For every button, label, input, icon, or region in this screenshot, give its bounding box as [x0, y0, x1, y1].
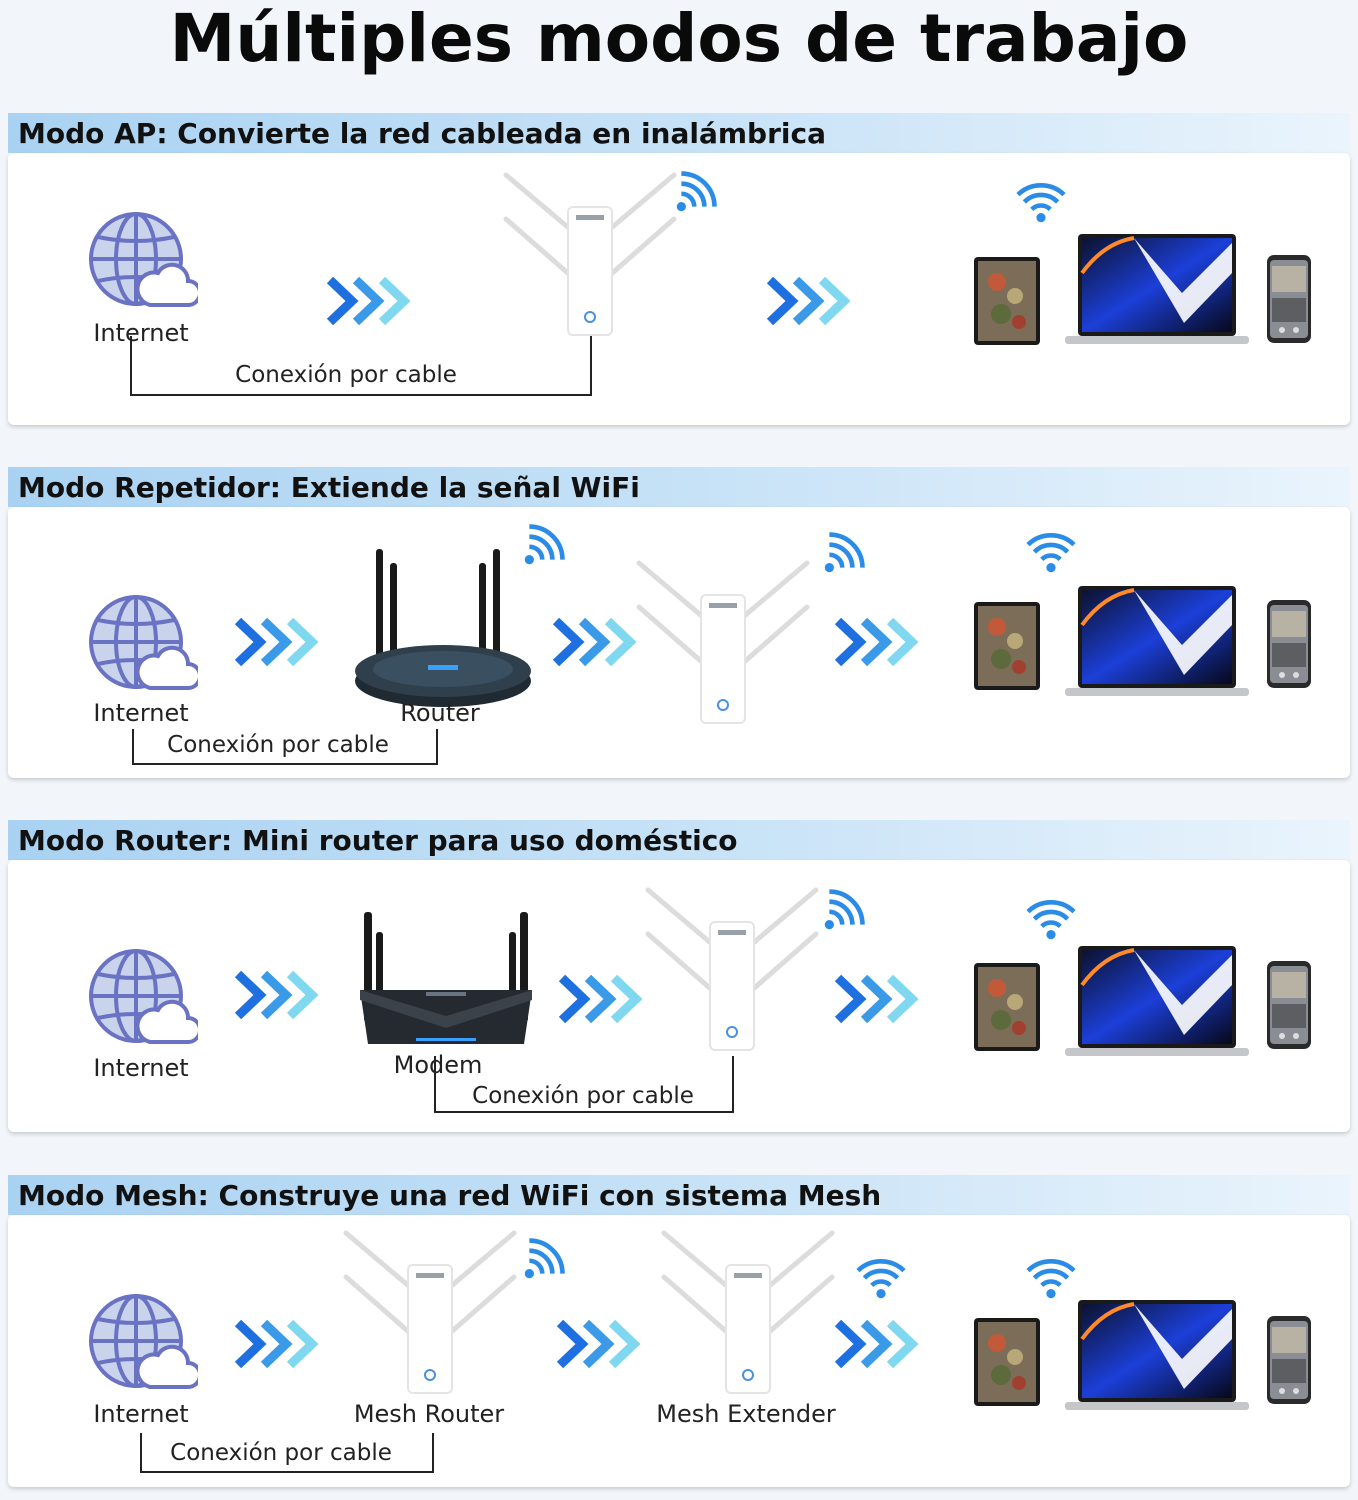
tablet-icon: [973, 1317, 1041, 1407]
smartphone-icon: [1266, 254, 1312, 344]
internet-label: Internet: [93, 1400, 189, 1428]
wifi-extender-icon: [633, 545, 813, 725]
triple-chevron-arrow-icon: [558, 974, 648, 1024]
cable-label: Conexión por cable: [472, 1083, 694, 1109]
triple-chevron-arrow-icon: [326, 276, 416, 326]
triple-chevron-arrow-icon: [556, 1319, 646, 1369]
wifi-signal-icon: [1026, 1255, 1076, 1301]
mesh-extender-label: Mesh Extender: [656, 1400, 836, 1428]
router-icon: [348, 541, 538, 711]
modem-label: Modem: [393, 1051, 483, 1079]
triple-chevron-arrow-icon: [766, 276, 856, 326]
page-title: Múltiples modos de trabajo: [169, 0, 1189, 77]
smartphone-icon: [1266, 960, 1312, 1050]
globe-cloud-icon: [88, 1293, 198, 1393]
triple-chevron-arrow-icon: [834, 617, 924, 667]
mode-repeater-panel: Internet Router Conexión por cable: [8, 507, 1350, 778]
wifi-extender-icon: [658, 1215, 838, 1395]
wifi-signal-icon: [1016, 179, 1066, 225]
mode-ap-panel: Internet Conexión por cable: [8, 153, 1350, 425]
laptop-icon: [1064, 945, 1250, 1057]
globe-cloud-icon: [88, 211, 198, 311]
internet-label: Internet: [93, 699, 189, 727]
mesh-router-label: Mesh Router: [353, 1400, 505, 1428]
wifi-signal-icon: [1026, 896, 1076, 942]
wifi-extender-icon: [500, 157, 680, 337]
wifi-signal-icon: [674, 168, 720, 214]
wifi-signal-icon: [856, 1255, 906, 1301]
mode-mesh-panel: Internet Mesh Router Mesh Extender Conex…: [8, 1215, 1350, 1487]
cable-label: Conexión por cable: [167, 732, 389, 758]
wifi-extender-icon: [642, 872, 822, 1052]
internet-label: Internet: [93, 1054, 189, 1082]
internet-label: Internet: [93, 319, 189, 347]
wifi-signal-icon: [822, 886, 868, 932]
wifi-extender-icon: [340, 1215, 520, 1395]
globe-cloud-icon: [88, 948, 198, 1048]
wifi-signal-icon: [822, 529, 868, 575]
wifi-signal-icon: [1026, 529, 1076, 575]
laptop-icon: [1064, 1299, 1250, 1411]
wifi-signal-icon: [522, 521, 568, 567]
mode-ap-header: Modo AP: Convierte la red cableada en in…: [8, 113, 1350, 153]
globe-cloud-icon: [88, 594, 198, 694]
router-label: Router: [400, 699, 480, 727]
tablet-icon: [973, 256, 1041, 346]
tablet-icon: [973, 962, 1041, 1052]
mode-router-panel: Internet Modem Conexión por cable: [8, 860, 1350, 1132]
cable-label: Conexión por cable: [170, 1440, 392, 1466]
cable-label: Conexión por cable: [235, 362, 457, 388]
triple-chevron-arrow-icon: [834, 1319, 924, 1369]
laptop-icon: [1064, 585, 1250, 697]
laptop-icon: [1064, 233, 1250, 345]
cable-connector: [140, 1433, 434, 1473]
mode-mesh-header: Modo Mesh: Construye una red WiFi con si…: [8, 1175, 1350, 1215]
mode-repeater-header: Modo Repetidor: Extiende la señal WiFi: [8, 467, 1350, 507]
cable-connector: [434, 1056, 734, 1113]
smartphone-icon: [1266, 1315, 1312, 1405]
triple-chevron-arrow-icon: [552, 617, 642, 667]
cable-connector: [132, 729, 438, 765]
wifi-signal-icon: [522, 1235, 568, 1281]
cable-connector: [130, 336, 592, 396]
triple-chevron-arrow-icon: [834, 974, 924, 1024]
smartphone-icon: [1266, 599, 1312, 689]
tablet-icon: [973, 601, 1041, 691]
triple-chevron-arrow-icon: [234, 617, 324, 667]
router-icon: [356, 908, 536, 1058]
mode-router-header: Modo Router: Mini router para uso domést…: [8, 820, 1350, 860]
triple-chevron-arrow-icon: [234, 1319, 324, 1369]
triple-chevron-arrow-icon: [234, 970, 324, 1020]
